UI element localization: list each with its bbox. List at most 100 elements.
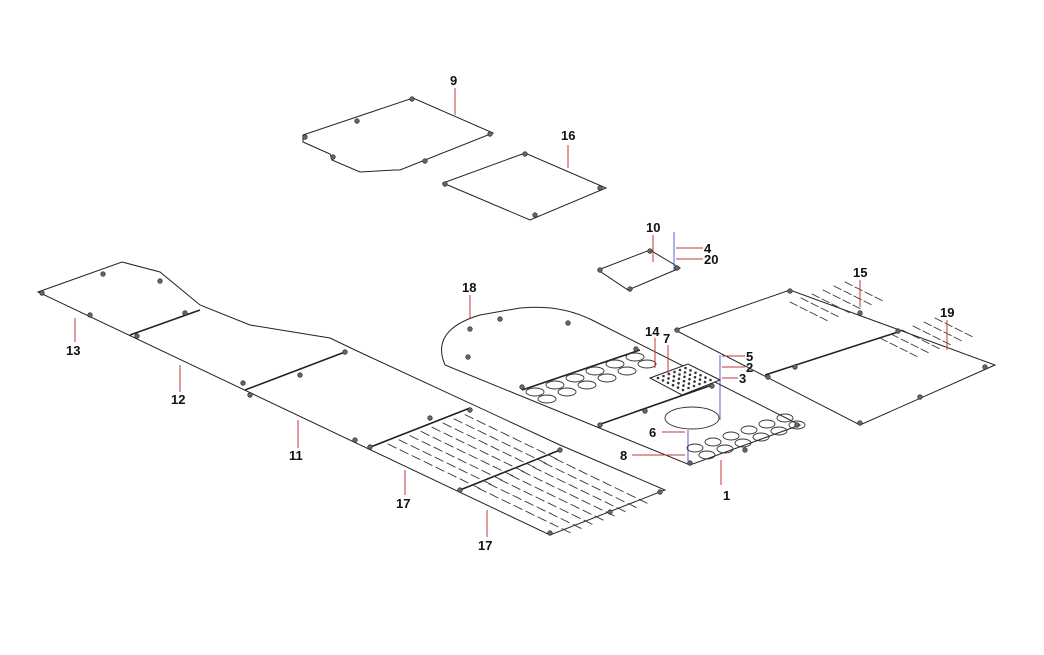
grate-hole bbox=[684, 366, 687, 370]
slot bbox=[512, 494, 522, 500]
bolt bbox=[487, 131, 493, 137]
slot bbox=[923, 321, 932, 327]
slot bbox=[571, 513, 581, 519]
slot bbox=[500, 489, 510, 495]
slot bbox=[554, 458, 564, 464]
bolt bbox=[597, 267, 603, 273]
bolt bbox=[182, 310, 188, 316]
slot bbox=[513, 447, 523, 453]
grate-hole bbox=[698, 382, 701, 386]
oval-hole bbox=[788, 420, 806, 430]
bolt bbox=[547, 530, 553, 536]
bolt bbox=[297, 372, 303, 378]
slot bbox=[843, 290, 852, 296]
slot bbox=[521, 470, 531, 476]
slot bbox=[809, 311, 818, 317]
slot bbox=[478, 439, 488, 445]
grate-hole bbox=[673, 370, 676, 374]
slot bbox=[420, 430, 430, 436]
slot bbox=[590, 475, 600, 481]
bolt bbox=[519, 384, 525, 390]
grate-hole bbox=[677, 381, 680, 385]
bolt bbox=[422, 158, 428, 164]
slot bbox=[544, 472, 554, 478]
slot bbox=[470, 474, 480, 480]
callout-2: 2 bbox=[746, 360, 753, 375]
slot bbox=[811, 293, 820, 299]
slot bbox=[889, 342, 898, 348]
slot bbox=[566, 463, 576, 469]
slot bbox=[510, 474, 520, 480]
slot bbox=[433, 446, 443, 452]
slot bbox=[466, 434, 476, 440]
bolt bbox=[467, 326, 473, 332]
callout-13: 13 bbox=[66, 343, 80, 358]
bolt bbox=[409, 96, 415, 102]
slot bbox=[593, 505, 603, 511]
seam-11-17 bbox=[367, 407, 471, 449]
bolt bbox=[457, 487, 463, 493]
slot bbox=[501, 441, 511, 447]
slot bbox=[581, 499, 591, 505]
slot bbox=[481, 469, 491, 475]
bolt bbox=[647, 248, 653, 254]
slot bbox=[789, 301, 798, 307]
grate-hole bbox=[677, 377, 681, 381]
callout-6: 6 bbox=[649, 425, 656, 440]
callout-14: 14 bbox=[645, 324, 660, 339]
grate-hole bbox=[687, 386, 690, 390]
slot bbox=[561, 528, 571, 534]
slot bbox=[822, 289, 831, 295]
slot bbox=[874, 296, 883, 302]
slot bbox=[489, 435, 499, 441]
slot bbox=[477, 429, 487, 435]
grate-hole bbox=[666, 381, 670, 385]
oval-hole bbox=[637, 359, 657, 369]
grate-hole bbox=[678, 373, 681, 376]
grate-hole bbox=[709, 378, 712, 382]
panel-16 bbox=[441, 152, 608, 221]
slot bbox=[626, 492, 636, 498]
slot bbox=[570, 503, 580, 509]
slot bbox=[423, 460, 433, 466]
bolt bbox=[657, 489, 663, 495]
bolt bbox=[787, 288, 793, 294]
callout-18: 18 bbox=[462, 280, 476, 295]
seam-17-17 bbox=[459, 449, 561, 491]
callout-20: 20 bbox=[704, 252, 718, 267]
slot bbox=[934, 317, 943, 323]
floor-panel-right bbox=[673, 289, 997, 426]
slot bbox=[799, 306, 808, 312]
slot bbox=[931, 344, 940, 350]
bolt bbox=[39, 290, 45, 296]
bolt bbox=[465, 354, 471, 360]
oval-hole bbox=[758, 419, 776, 429]
slot bbox=[831, 303, 840, 309]
callout-12: 12 bbox=[171, 392, 185, 407]
slot bbox=[465, 424, 475, 430]
leader-lines bbox=[74, 88, 948, 537]
grate-hole bbox=[683, 371, 687, 374]
slot bbox=[499, 479, 509, 485]
slot bbox=[543, 462, 553, 468]
callout-15: 15 bbox=[853, 265, 867, 280]
oval-hole bbox=[752, 432, 770, 442]
bolt bbox=[497, 316, 503, 322]
slot bbox=[500, 431, 510, 437]
slot bbox=[435, 466, 445, 472]
slot bbox=[844, 281, 853, 287]
bolt bbox=[367, 444, 373, 450]
slot bbox=[591, 485, 601, 491]
slot bbox=[592, 495, 602, 501]
bolt bbox=[467, 407, 473, 413]
slot bbox=[532, 466, 542, 472]
bolt bbox=[895, 328, 901, 334]
seam-12-11 bbox=[244, 351, 346, 391]
slot bbox=[502, 451, 512, 457]
bolt bbox=[100, 271, 106, 277]
bolt bbox=[627, 286, 633, 292]
slot bbox=[421, 440, 431, 446]
bolt bbox=[87, 312, 93, 318]
grate-hole bbox=[698, 378, 702, 381]
slot bbox=[555, 468, 565, 474]
